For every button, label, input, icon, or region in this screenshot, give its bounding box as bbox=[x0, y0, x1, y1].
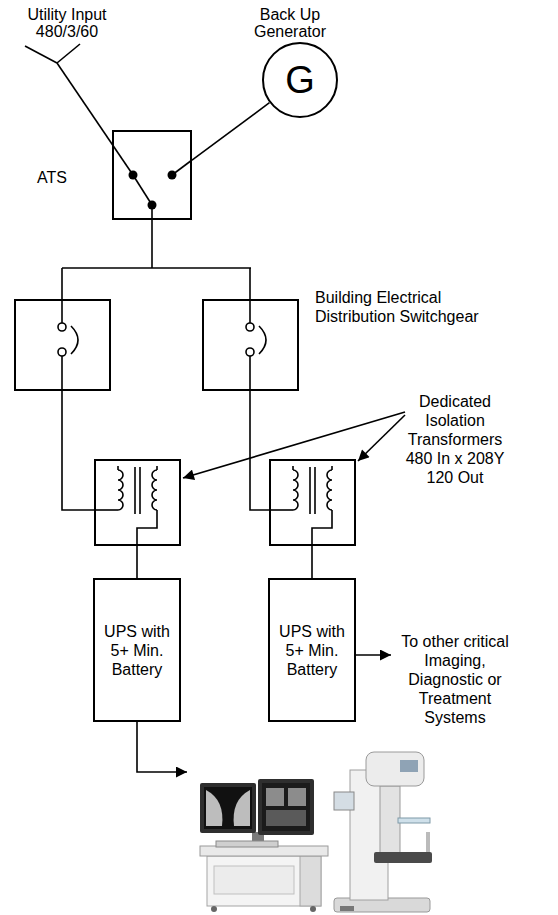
isolation-transformer bbox=[118, 470, 123, 510]
utility-input-symbol bbox=[57, 63, 133, 175]
isolation-transformer bbox=[327, 470, 332, 510]
isolation-transformer bbox=[152, 470, 157, 510]
switchgear-label: Building Electrical Distribution Switchg… bbox=[315, 288, 505, 326]
distribution-wire bbox=[250, 356, 270, 510]
switchgear-box bbox=[58, 348, 66, 356]
generator-symbol: G bbox=[285, 61, 315, 99]
distribution-wire bbox=[62, 356, 95, 510]
switchgear-box bbox=[246, 348, 254, 356]
mammography-illustration bbox=[200, 783, 256, 833]
mammography-illustration bbox=[366, 752, 424, 786]
mammography-illustration bbox=[300, 856, 321, 906]
isolation-transformer bbox=[293, 470, 298, 510]
mammography-illustration bbox=[398, 818, 430, 823]
isolation-transformer bbox=[270, 460, 355, 578]
mammography-illustration bbox=[211, 906, 217, 912]
isolation-transformer bbox=[117, 466, 119, 470]
switchgear-box bbox=[246, 323, 254, 331]
input-label: Utility Input 480/3/60 bbox=[12, 6, 122, 40]
isolation-transformer bbox=[270, 509, 293, 511]
leader-arrow bbox=[137, 722, 187, 772]
mammography-illustration bbox=[266, 810, 306, 826]
generator-circle: Back Up GeneratorG bbox=[262, 42, 338, 118]
isolation-transformer bbox=[331, 466, 333, 470]
leader-arrow bbox=[137, 412, 405, 772]
isolation-transformer bbox=[314, 467, 316, 514]
switchgear-box bbox=[259, 326, 266, 354]
mammography-illustration bbox=[207, 856, 321, 906]
mammography-illustration bbox=[266, 788, 284, 806]
switchgear-box bbox=[203, 300, 298, 390]
ups-label: UPS with 5+ Min. Battery bbox=[101, 622, 173, 679]
mammography-illustration bbox=[234, 790, 250, 826]
isolation-transformer bbox=[156, 466, 158, 470]
mammography-illustration bbox=[426, 832, 430, 852]
ups-box: UPS with 5+ Min. Battery bbox=[93, 578, 181, 722]
leader-arrow bbox=[358, 415, 405, 461]
switchgear-box bbox=[15, 300, 110, 390]
leader-arrow bbox=[183, 412, 405, 478]
leader-arrow bbox=[356, 654, 391, 656]
mammography-illustration bbox=[200, 752, 432, 912]
mammography-illustration bbox=[400, 760, 418, 772]
mammography-illustration bbox=[258, 779, 314, 835]
distribution-wire bbox=[62, 205, 270, 510]
isolation-transformer bbox=[95, 460, 180, 578]
isolation-transformer bbox=[95, 509, 118, 511]
isolation-transformer bbox=[134, 467, 136, 514]
utility-input-symbol bbox=[57, 44, 80, 63]
switchgear-box bbox=[58, 323, 66, 331]
switchgear-box bbox=[203, 300, 298, 390]
ats-switch bbox=[168, 171, 177, 180]
destination-label: To other critical Imaging, Diagnostic or… bbox=[395, 632, 515, 727]
power-connector bbox=[192, 103, 269, 161]
switchgear-box bbox=[71, 326, 78, 354]
ups-box: UPS with 5+ Min. Battery bbox=[268, 578, 356, 722]
transformer-label: Dedicated Isolation Transformers 480 In … bbox=[399, 392, 511, 487]
isolation-transformer bbox=[139, 467, 141, 514]
ats-switch bbox=[129, 160, 193, 210]
ats-label: ATS bbox=[37, 168, 67, 187]
mammography-illustration bbox=[380, 786, 400, 854]
switchgear-box bbox=[15, 300, 110, 390]
distribution-wire bbox=[61, 268, 63, 323]
isolation-transformer bbox=[292, 466, 294, 470]
distribution-wire bbox=[249, 268, 251, 323]
mammography-illustration bbox=[288, 788, 306, 806]
mammography-illustration bbox=[262, 783, 310, 831]
mammography-illustration bbox=[206, 790, 222, 826]
isolation-transformer bbox=[312, 510, 332, 578]
generator-label: Back Up Generator bbox=[240, 6, 340, 40]
isolation-transformer bbox=[137, 510, 157, 578]
mammography-illustration bbox=[214, 866, 294, 894]
distribution-wire bbox=[151, 205, 153, 268]
mammography-illustration bbox=[340, 906, 354, 911]
isolation-transformer bbox=[309, 467, 311, 514]
ats-switch bbox=[133, 175, 152, 205]
mammography-illustration bbox=[334, 792, 354, 810]
mammography-illustration bbox=[374, 852, 432, 863]
utility-input-symbol bbox=[25, 46, 57, 63]
utility-input-symbol bbox=[25, 44, 133, 175]
mammography-illustration bbox=[216, 841, 278, 847]
mammography-illustration bbox=[204, 787, 252, 829]
ats-box: ATS bbox=[112, 130, 192, 220]
distribution-wire bbox=[62, 267, 251, 269]
ats-switch bbox=[129, 171, 138, 180]
generator-outline bbox=[263, 43, 337, 117]
mammography-illustration bbox=[310, 906, 316, 912]
ups-label: UPS with 5+ Min. Battery bbox=[276, 622, 348, 679]
